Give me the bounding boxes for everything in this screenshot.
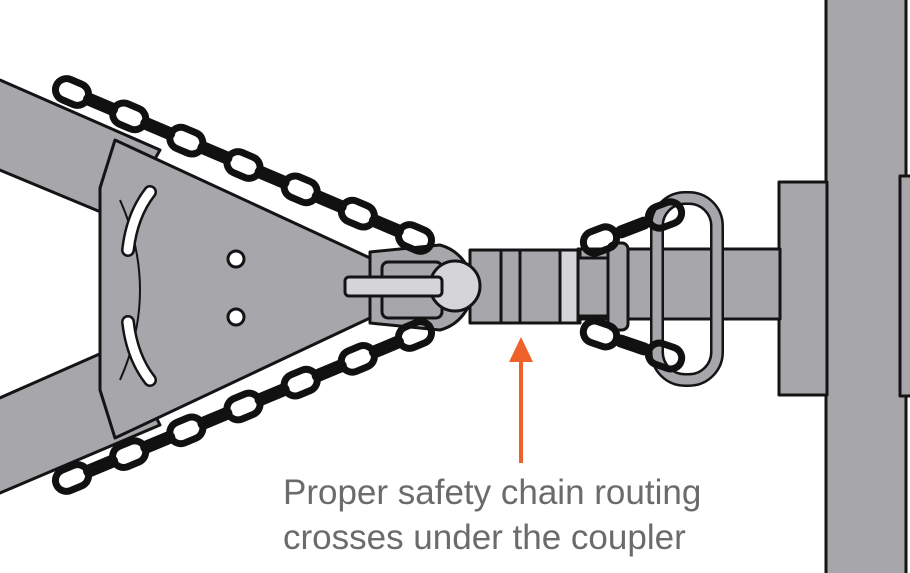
caption: Proper safety chain routing crosses unde… — [283, 470, 701, 560]
arrow-icon — [509, 337, 533, 463]
post-edge — [898, 174, 910, 398]
plate-hole — [226, 249, 246, 269]
chain-link — [394, 221, 436, 255]
latch-handle — [343, 275, 444, 298]
chain-link — [644, 339, 686, 373]
chain-link — [614, 334, 651, 356]
caption-line-1: Proper safety chain routing — [283, 473, 702, 512]
safety-chains — [51, 75, 686, 495]
vehicle-post — [824, 0, 908, 573]
chain-link — [394, 318, 436, 352]
receiver-plate — [777, 180, 829, 397]
plate-hole — [226, 307, 246, 327]
caption-line-2: crosses under the coupler — [283, 518, 686, 557]
hitch-collar — [606, 241, 630, 332]
chain-link — [644, 198, 686, 232]
chain-link — [614, 216, 651, 239]
